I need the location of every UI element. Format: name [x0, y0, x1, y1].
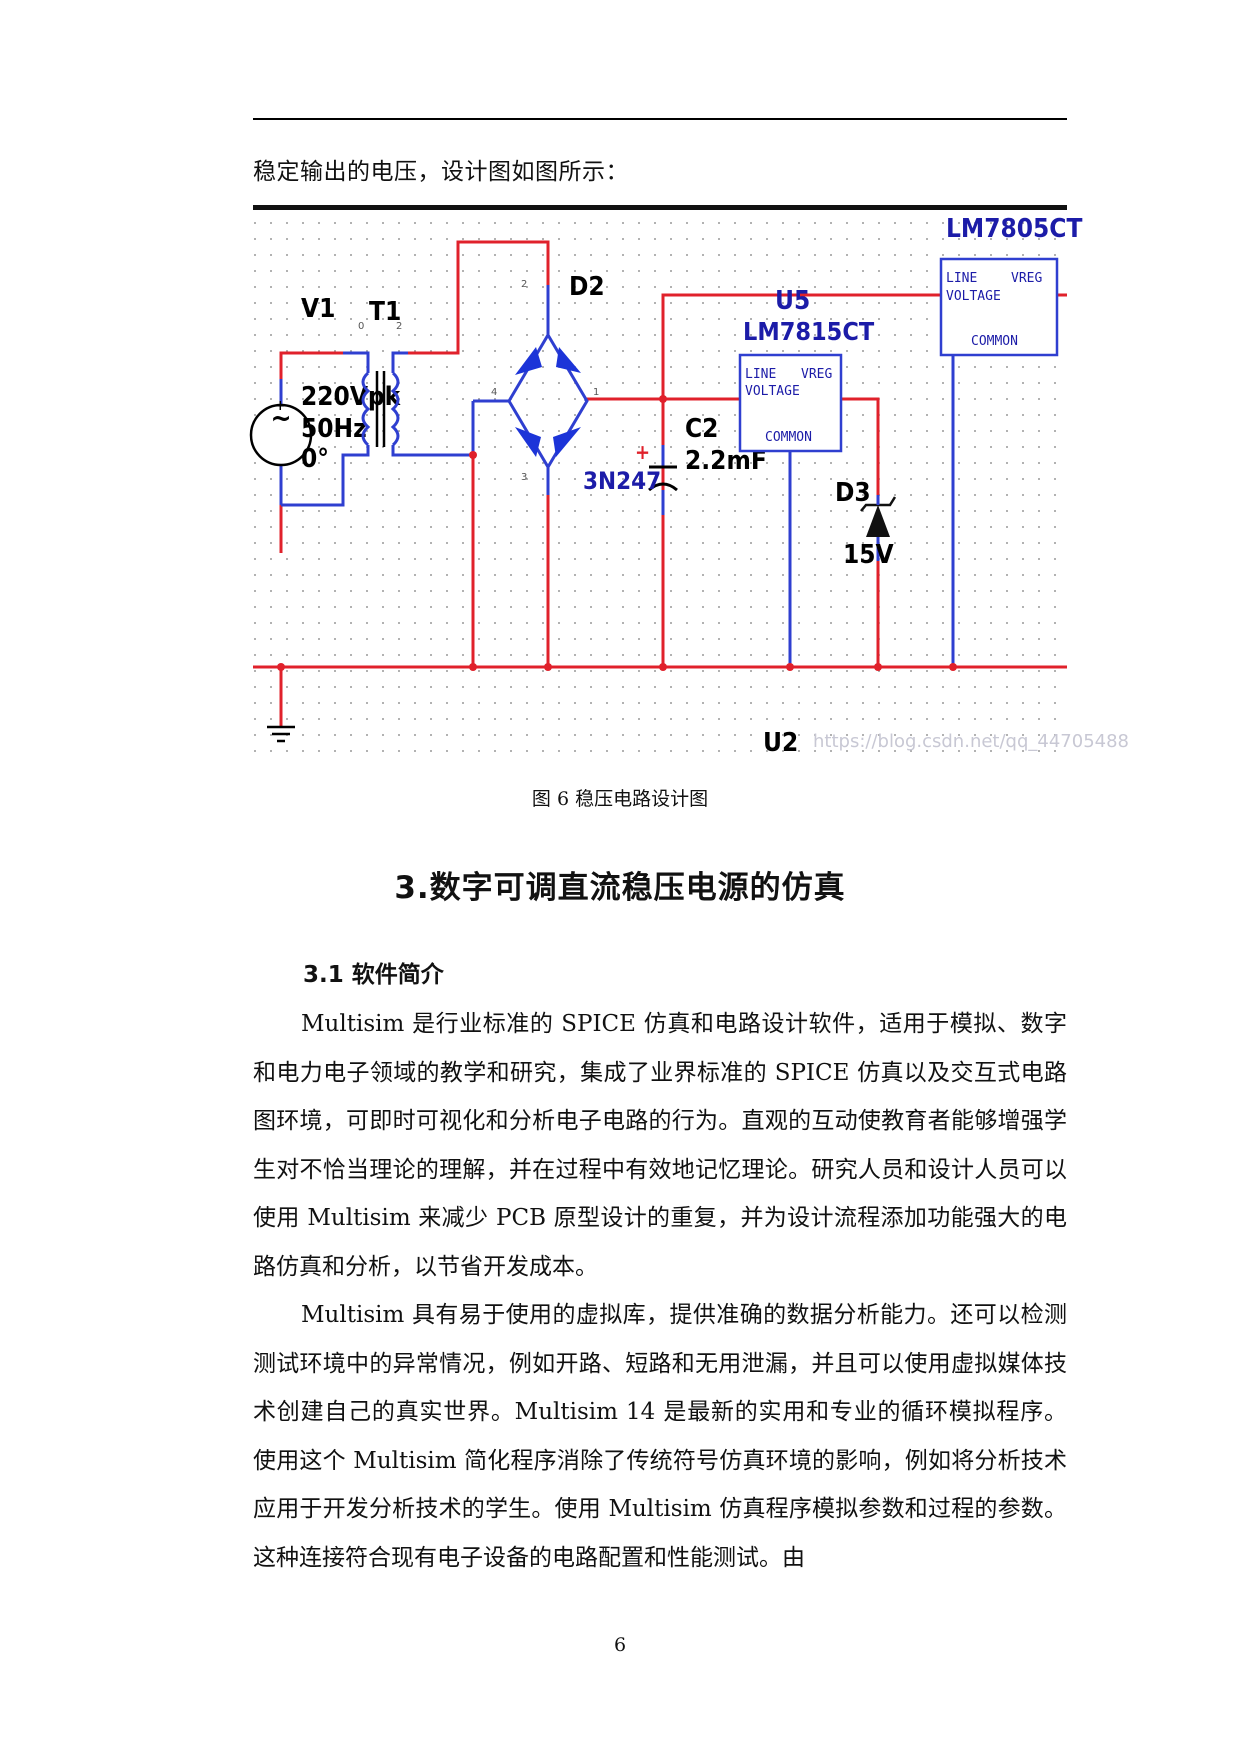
source-voltage: 220Vpk: [301, 382, 402, 412]
capacitor-part: 3N247: [583, 467, 661, 495]
ground-symbol: [267, 725, 295, 743]
source-ref: V1: [301, 294, 335, 324]
regulator-lm7805-vreg: VREG: [1011, 271, 1042, 286]
source-phase: 0°: [301, 444, 329, 474]
capacitor-polarity: +: [635, 440, 650, 464]
transformer: T1 0 2: [358, 297, 402, 447]
page-number: 6: [613, 1634, 627, 1656]
header-rule: [253, 118, 1067, 120]
schematic-figure: ~ + - V1 220Vpk 50Hz 0° T1 0 2: [249, 205, 1129, 765]
regulator-lm7805-voltage: VOLTAGE: [946, 289, 1001, 304]
zener-diode: D3 15V: [835, 478, 897, 570]
regulator-lm7815-voltage: VOLTAGE: [745, 384, 800, 399]
figure-caption: 图 6 稳压电路设计图: [531, 788, 709, 810]
bridge-rectifier: D2 2 3 4 1: [491, 272, 605, 483]
source-symbol: ~: [270, 401, 291, 434]
bridge-pin-top: 2: [521, 279, 527, 290]
paragraph: Multisim 是行业标准的 SPICE 仿真和电路设计软件，适用于模拟、数字…: [253, 1011, 1067, 1280]
regulator-lm7805-line: LINE: [946, 271, 977, 286]
regulator-lm7815-line: LINE: [745, 367, 776, 382]
section-title: 3.数字可调直流稳压电源的仿真: [394, 870, 846, 906]
junction-dots: [277, 395, 957, 671]
regulator-lm7805-common: COMMON: [971, 334, 1018, 349]
source-minus: -: [277, 457, 282, 473]
red-wires: [253, 240, 1067, 727]
regulator-lm7805: LM7805CT LINE VREG VOLTAGE COMMON: [939, 214, 1082, 357]
source-frequency: 50Hz: [301, 414, 367, 444]
bridge-pin-left: 4: [491, 387, 497, 398]
body-text: Multisim 是行业标准的 SPICE 仿真和电路设计软件，适用于模拟、数字…: [253, 1000, 1067, 1582]
paragraph: Multisim 具有易于使用的虚拟库，提供准确的数据分析能力。还可以检测测试环…: [253, 1302, 1067, 1571]
zener-value: 15V: [843, 540, 894, 570]
watermark: https://blog.csdn.net/qq_44705488: [813, 731, 1129, 752]
zener-ref: D3: [835, 478, 871, 508]
transformer-pin-right: 2: [396, 321, 402, 332]
transformer-ref: T1: [369, 297, 401, 327]
capacitor-ref: C2: [685, 414, 718, 444]
bridge-pin-bottom: 3: [521, 472, 527, 483]
regulator-lm7815-vreg: VREG: [801, 367, 832, 382]
regulator-lm7815-part: LM7815CT: [743, 317, 875, 346]
bridge-ref: D2: [569, 272, 605, 302]
regulator-lm7815-ref: U5: [775, 286, 810, 316]
ground-ref: U2: [763, 728, 798, 758]
regulator-lm7815-common: COMMON: [765, 430, 812, 445]
regulator-lm7815: U5 LM7815CT LINE VREG VOLTAGE COMMON: [738, 286, 875, 453]
source-plus: +: [275, 398, 286, 414]
subsection-title: 3.1 软件简介: [303, 962, 444, 988]
intro-line: 稳定输出的电压，设计图如图所示：: [253, 159, 629, 185]
regulator-lm7805-part: LM7805CT: [946, 214, 1082, 244]
transformer-pin-left: 0: [358, 321, 364, 332]
blue-wires: [279, 285, 955, 667]
bridge-pin-right: 1: [593, 387, 599, 398]
